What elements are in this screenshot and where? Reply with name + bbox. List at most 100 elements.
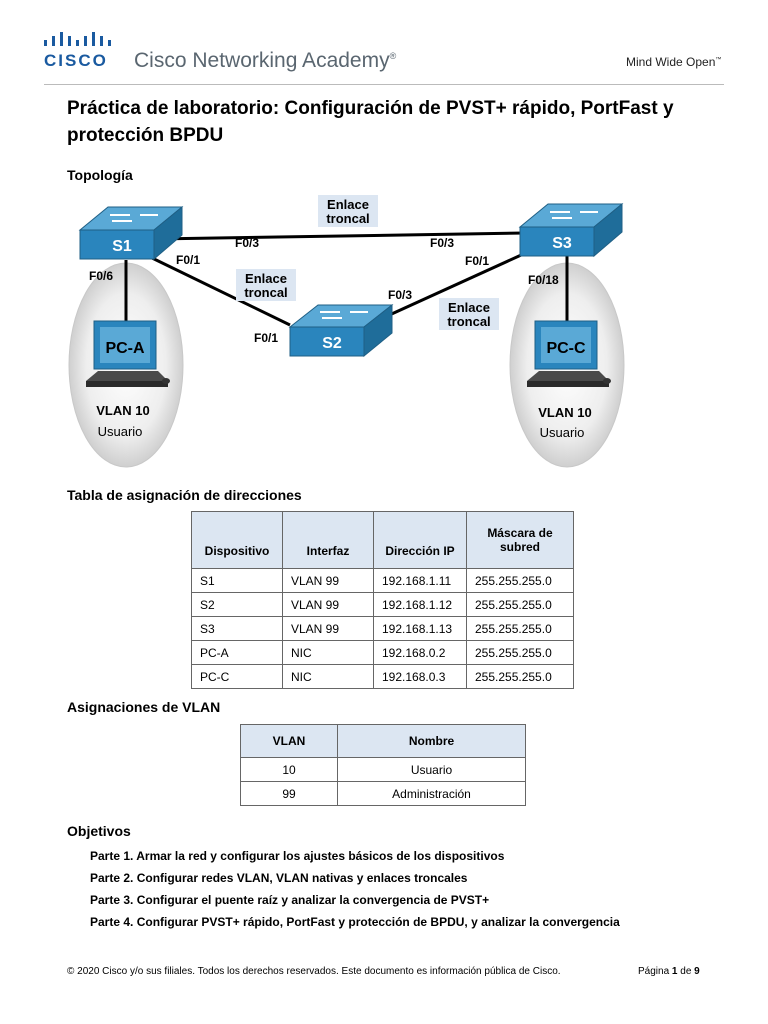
cell-ip: 192.168.1.12 [373, 592, 467, 617]
cell-name: Administración [337, 781, 526, 806]
pc-a-icon [86, 320, 170, 387]
page-of: de [680, 966, 692, 977]
cell-device: PC-A [191, 640, 283, 665]
footer-page-number: Página 1 de 9 [638, 966, 700, 977]
header-divider [44, 84, 724, 85]
port-label-s3-f01: F0/1 [465, 254, 489, 268]
address-table: Dispositivo Interfaz Dirección IP Máscar… [191, 511, 574, 689]
table-row: S2 VLAN 99 192.168.1.12 255.255.255.0 [191, 592, 574, 617]
cell-device: PC-C [191, 664, 283, 689]
vlan-table: VLAN Nombre 10 Usuario 99 Administración [240, 724, 526, 806]
vlan-name-left: Usuario [98, 424, 143, 439]
pc-a-label: PC-A [105, 340, 145, 357]
vlan-table-header-row: VLAN Nombre [240, 724, 526, 758]
vlan-name-right: Usuario [540, 425, 585, 440]
page-current: 1 [671, 966, 678, 977]
page-prefix: Página [638, 966, 670, 977]
vlan-label-left: VLAN 10 [96, 403, 149, 418]
trunk-label-top-line1: Enlace [327, 197, 369, 212]
trunk-label-box-right [439, 298, 499, 330]
address-table-header-row: Dispositivo Interfaz Dirección IP Máscar… [191, 511, 574, 569]
switch-s1-label: S1 [112, 238, 132, 255]
topology-diagram: S1 S3 S2 PC-A PC-C Enlace troncal Enlace… [68, 195, 625, 468]
header-interface: Interfaz [282, 511, 374, 569]
trunk-label-left-line2: troncal [244, 285, 287, 300]
tagline-text: Mind Wide Open [626, 55, 716, 69]
switch-s3-label: S3 [552, 235, 572, 252]
tagline: Mind Wide Open™ [626, 55, 721, 69]
port-label-s3-f018: F0/18 [528, 273, 559, 287]
academy-name: Cisco Networking Academy [134, 49, 390, 72]
trademark-mark: ™ [715, 57, 722, 63]
registered-mark: ® [389, 51, 397, 61]
cell-ip: 192.168.1.11 [373, 568, 467, 593]
list-item: Parte 3. Configurar el puente raíz y ana… [90, 893, 490, 907]
link-s2-s3 [384, 249, 531, 319]
switch-s1-icon [78, 205, 184, 261]
pc-c-label: PC-C [546, 340, 586, 357]
port-label-s3-f03: F0/3 [430, 236, 454, 250]
switch-s2-label: S2 [322, 335, 342, 352]
cell-ip: 192.168.1.13 [373, 616, 467, 641]
header-device: Dispositivo [191, 511, 283, 569]
cell-mask: 255.255.255.0 [466, 568, 574, 593]
port-label-s1-f06: F0/6 [89, 269, 113, 283]
cell-device: S3 [191, 616, 283, 641]
cell-interface: VLAN 99 [282, 616, 374, 641]
cell-interface: VLAN 99 [282, 592, 374, 617]
cell-vlan: 10 [240, 757, 338, 782]
table-row: 99 Administración [240, 781, 526, 806]
cisco-wordmark: CISCO [44, 51, 108, 70]
port-label-s1-f03: F0/3 [235, 236, 259, 250]
cell-mask: 255.255.255.0 [466, 640, 574, 665]
cell-vlan: 99 [240, 781, 338, 806]
cell-device: S2 [191, 592, 283, 617]
objectives-list: Parte 1. Armar la red y configurar los a… [90, 848, 620, 936]
header-mask: Máscara de subred [466, 511, 574, 569]
trunk-label-top-line2: troncal [326, 211, 369, 226]
cell-mask: 255.255.255.0 [466, 616, 574, 641]
link-s1-s2 [149, 255, 291, 327]
footer-copyright: © 2020 Cisco y/o sus filiales. Todos los… [67, 966, 561, 977]
list-item: Parte 1. Armar la red y configurar los a… [90, 849, 505, 863]
cell-ip: 192.168.0.2 [373, 640, 467, 665]
header-vlan: VLAN [240, 724, 338, 758]
switch-s2-icon [288, 303, 394, 358]
list-item: Parte 2. Configurar redes VLAN, VLAN nat… [90, 871, 468, 885]
cell-mask: 255.255.255.0 [466, 592, 574, 617]
port-label-s1-f01: F0/1 [176, 253, 200, 267]
trunk-label-right-line2: troncal [447, 314, 490, 329]
page-header: CISCO Cisco Networking Academy® Mind Wid… [0, 0, 768, 90]
trunk-label-right-line1: Enlace [448, 300, 490, 315]
cell-device: S1 [191, 568, 283, 593]
academy-title: Cisco Networking Academy® [134, 49, 396, 73]
switch-s3-icon [518, 202, 624, 258]
trunk-label-left-line1: Enlace [245, 271, 287, 286]
page-title: Práctica de laboratorio: Configuración d… [67, 98, 674, 146]
section-objectives-heading: Objetivos [67, 823, 131, 839]
header-name: Nombre [337, 724, 526, 758]
pc-c-icon [527, 320, 611, 387]
link-s1-s3 [154, 231, 526, 241]
list-item: Parte 4. Configurar PVST+ rápido, PortFa… [90, 915, 620, 929]
trunk-label-box-left [236, 269, 296, 301]
cisco-logo-icon [44, 32, 111, 46]
table-row: S3 VLAN 99 192.168.1.13 255.255.255.0 [191, 616, 574, 641]
table-row: PC-C NIC 192.168.0.3 255.255.255.0 [191, 664, 574, 689]
port-label-s2-f03: F0/3 [388, 288, 412, 302]
table-row: 10 Usuario [240, 757, 526, 782]
section-topology-heading: Topología [67, 167, 133, 183]
cell-interface: NIC [282, 664, 374, 689]
vlan-label-right: VLAN 10 [538, 405, 591, 420]
trunk-label-box-top [318, 195, 378, 227]
table-row: S1 VLAN 99 192.168.1.11 255.255.255.0 [191, 568, 574, 593]
section-address-table-heading: Tabla de asignación de direcciones [67, 487, 302, 503]
page-total: 9 [694, 966, 700, 977]
port-label-s2-f01: F0/1 [254, 331, 278, 345]
cell-mask: 255.255.255.0 [466, 664, 574, 689]
cell-interface: VLAN 99 [282, 568, 374, 593]
table-row: PC-A NIC 192.168.0.2 255.255.255.0 [191, 640, 574, 665]
cell-interface: NIC [282, 640, 374, 665]
cell-name: Usuario [337, 757, 526, 782]
section-vlan-table-heading: Asignaciones de VLAN [67, 699, 221, 715]
